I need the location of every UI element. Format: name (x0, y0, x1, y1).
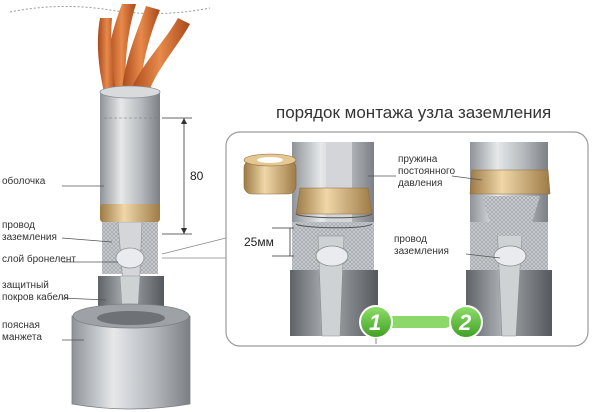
spring-band (100, 204, 160, 222)
label-spring-2: постоянного (398, 166, 455, 177)
dimension-80 (162, 117, 192, 235)
left-pointers (61, 185, 118, 341)
step-2-label: 2 (458, 310, 472, 335)
dimension-80-label: 80 (190, 169, 204, 183)
dimension-25mm (272, 227, 294, 257)
panel-cable-step2 (466, 142, 552, 337)
sheath (100, 92, 160, 212)
copper-conductors (97, 4, 190, 94)
label-cable-cover-2: покров кабеля (2, 291, 69, 303)
left-cable (71, 4, 191, 410)
right-pointers (368, 175, 501, 259)
cut-line (9, 5, 211, 15)
label-ground-wire-1: провод (2, 220, 35, 231)
label-right-ground-wire-1: провод (394, 234, 427, 245)
step-1-label: 1 (369, 310, 381, 335)
label-sheath: оболочка (2, 175, 46, 187)
zoom-lines (161, 235, 235, 259)
label-spring-1: пружина (398, 154, 438, 165)
label-cuff-2: манжета (2, 332, 42, 343)
dimension-25mm-label: 25мм (244, 235, 274, 249)
label-armor-layer: слой бронелент (2, 253, 76, 265)
label-cable-cover-1: защитный (2, 280, 49, 291)
panel-title: порядок монтажа узла заземления (276, 103, 551, 122)
label-spring-3: давления (398, 178, 442, 189)
label-cuff-1: поясная (2, 320, 40, 331)
label-ground-wire-2: заземления (2, 232, 57, 243)
label-right-ground-wire-2: заземления (394, 246, 449, 257)
step-arrow (359, 305, 483, 344)
